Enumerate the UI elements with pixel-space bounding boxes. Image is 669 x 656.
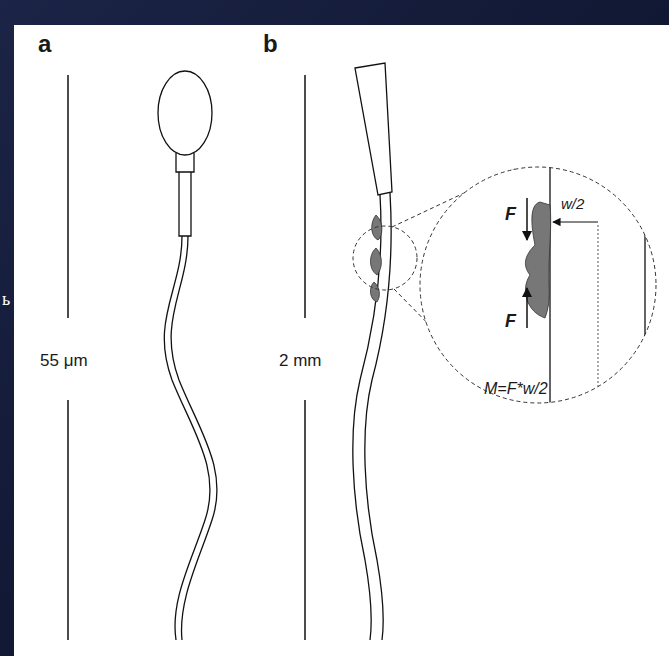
force-label: F xyxy=(504,205,517,223)
force-label: F xyxy=(504,312,517,330)
zoom-circle xyxy=(420,167,656,403)
scale-bar xyxy=(304,400,306,640)
zoom-circle xyxy=(353,226,417,290)
dimension: 55 μm xyxy=(40,352,88,369)
scale-bar xyxy=(67,75,69,318)
sperm-cell xyxy=(158,71,217,640)
sperm-cell xyxy=(353,63,392,640)
zoom-detail xyxy=(525,160,645,410)
scale-bar xyxy=(304,75,306,318)
panel-letter: b xyxy=(263,32,278,56)
formula: M=F*w/2 xyxy=(484,381,548,397)
dimension: w/2 xyxy=(560,196,585,211)
dimension: 2 mm xyxy=(279,352,322,369)
panel-letter: a xyxy=(38,32,51,56)
white-panel xyxy=(14,25,669,656)
slide-text-fragment: ь xyxy=(2,290,10,308)
scale-bar xyxy=(67,400,69,640)
